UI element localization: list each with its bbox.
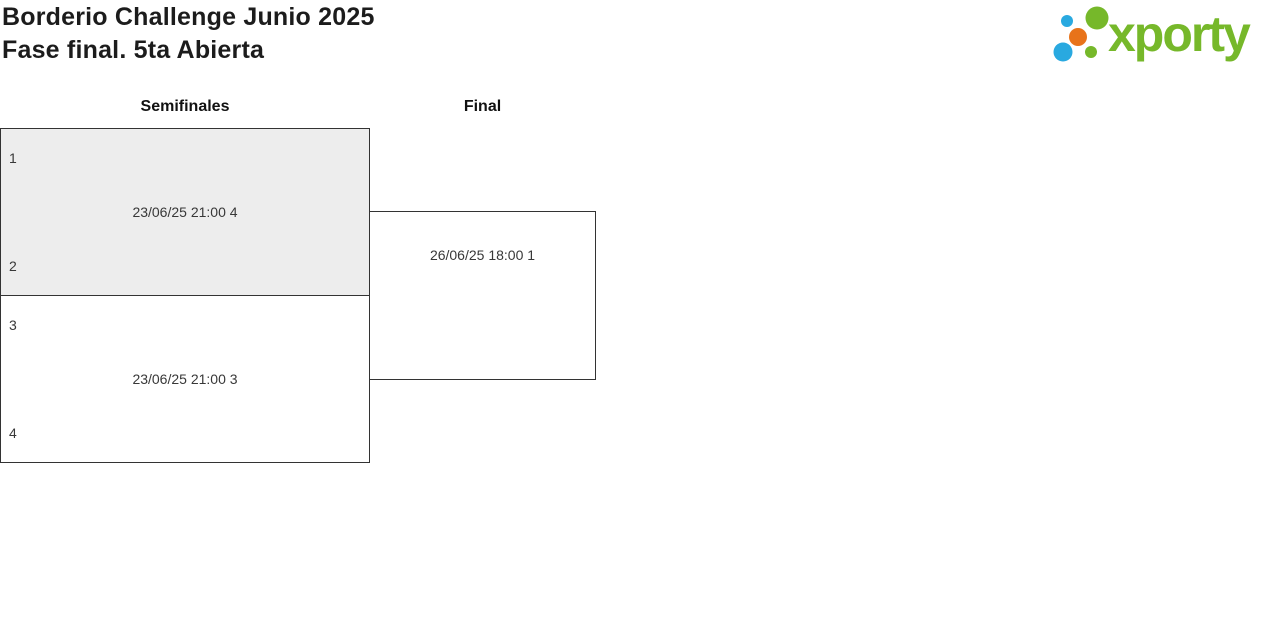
page-title: Borderio Challenge Junio 2025 Fase final… — [2, 1, 375, 67]
match-semifinal-1[interactable]: 1 23/06/25 21:00 4 2 — [0, 128, 370, 296]
tournament-name: Borderio Challenge Junio 2025 — [2, 3, 375, 31]
logo-wordmark: xporty — [1108, 6, 1251, 62]
seed-label: 2 — [9, 258, 17, 274]
match-schedule: 26/06/25 18:00 1 — [429, 247, 536, 263]
round-header-semifinals: Semifinales — [140, 98, 230, 115]
logo-dots-icon — [1053, 6, 1109, 62]
match-schedule: 23/06/25 21:00 3 — [132, 371, 238, 387]
phase-name: Fase final. 5ta Abierta — [2, 36, 265, 64]
round-header-final: Final — [463, 98, 502, 115]
match-final[interactable]: 26/06/25 18:00 1 — [369, 211, 596, 380]
seed-label: 1 — [9, 150, 17, 166]
match-schedule: 23/06/25 21:00 4 — [132, 204, 238, 220]
seed-label: 3 — [9, 317, 17, 333]
match-semifinal-2[interactable]: 3 23/06/25 21:00 3 4 — [0, 295, 370, 463]
seed-label: 4 — [9, 425, 17, 441]
xporty-logo[interactable]: xporty — [1044, 0, 1280, 70]
